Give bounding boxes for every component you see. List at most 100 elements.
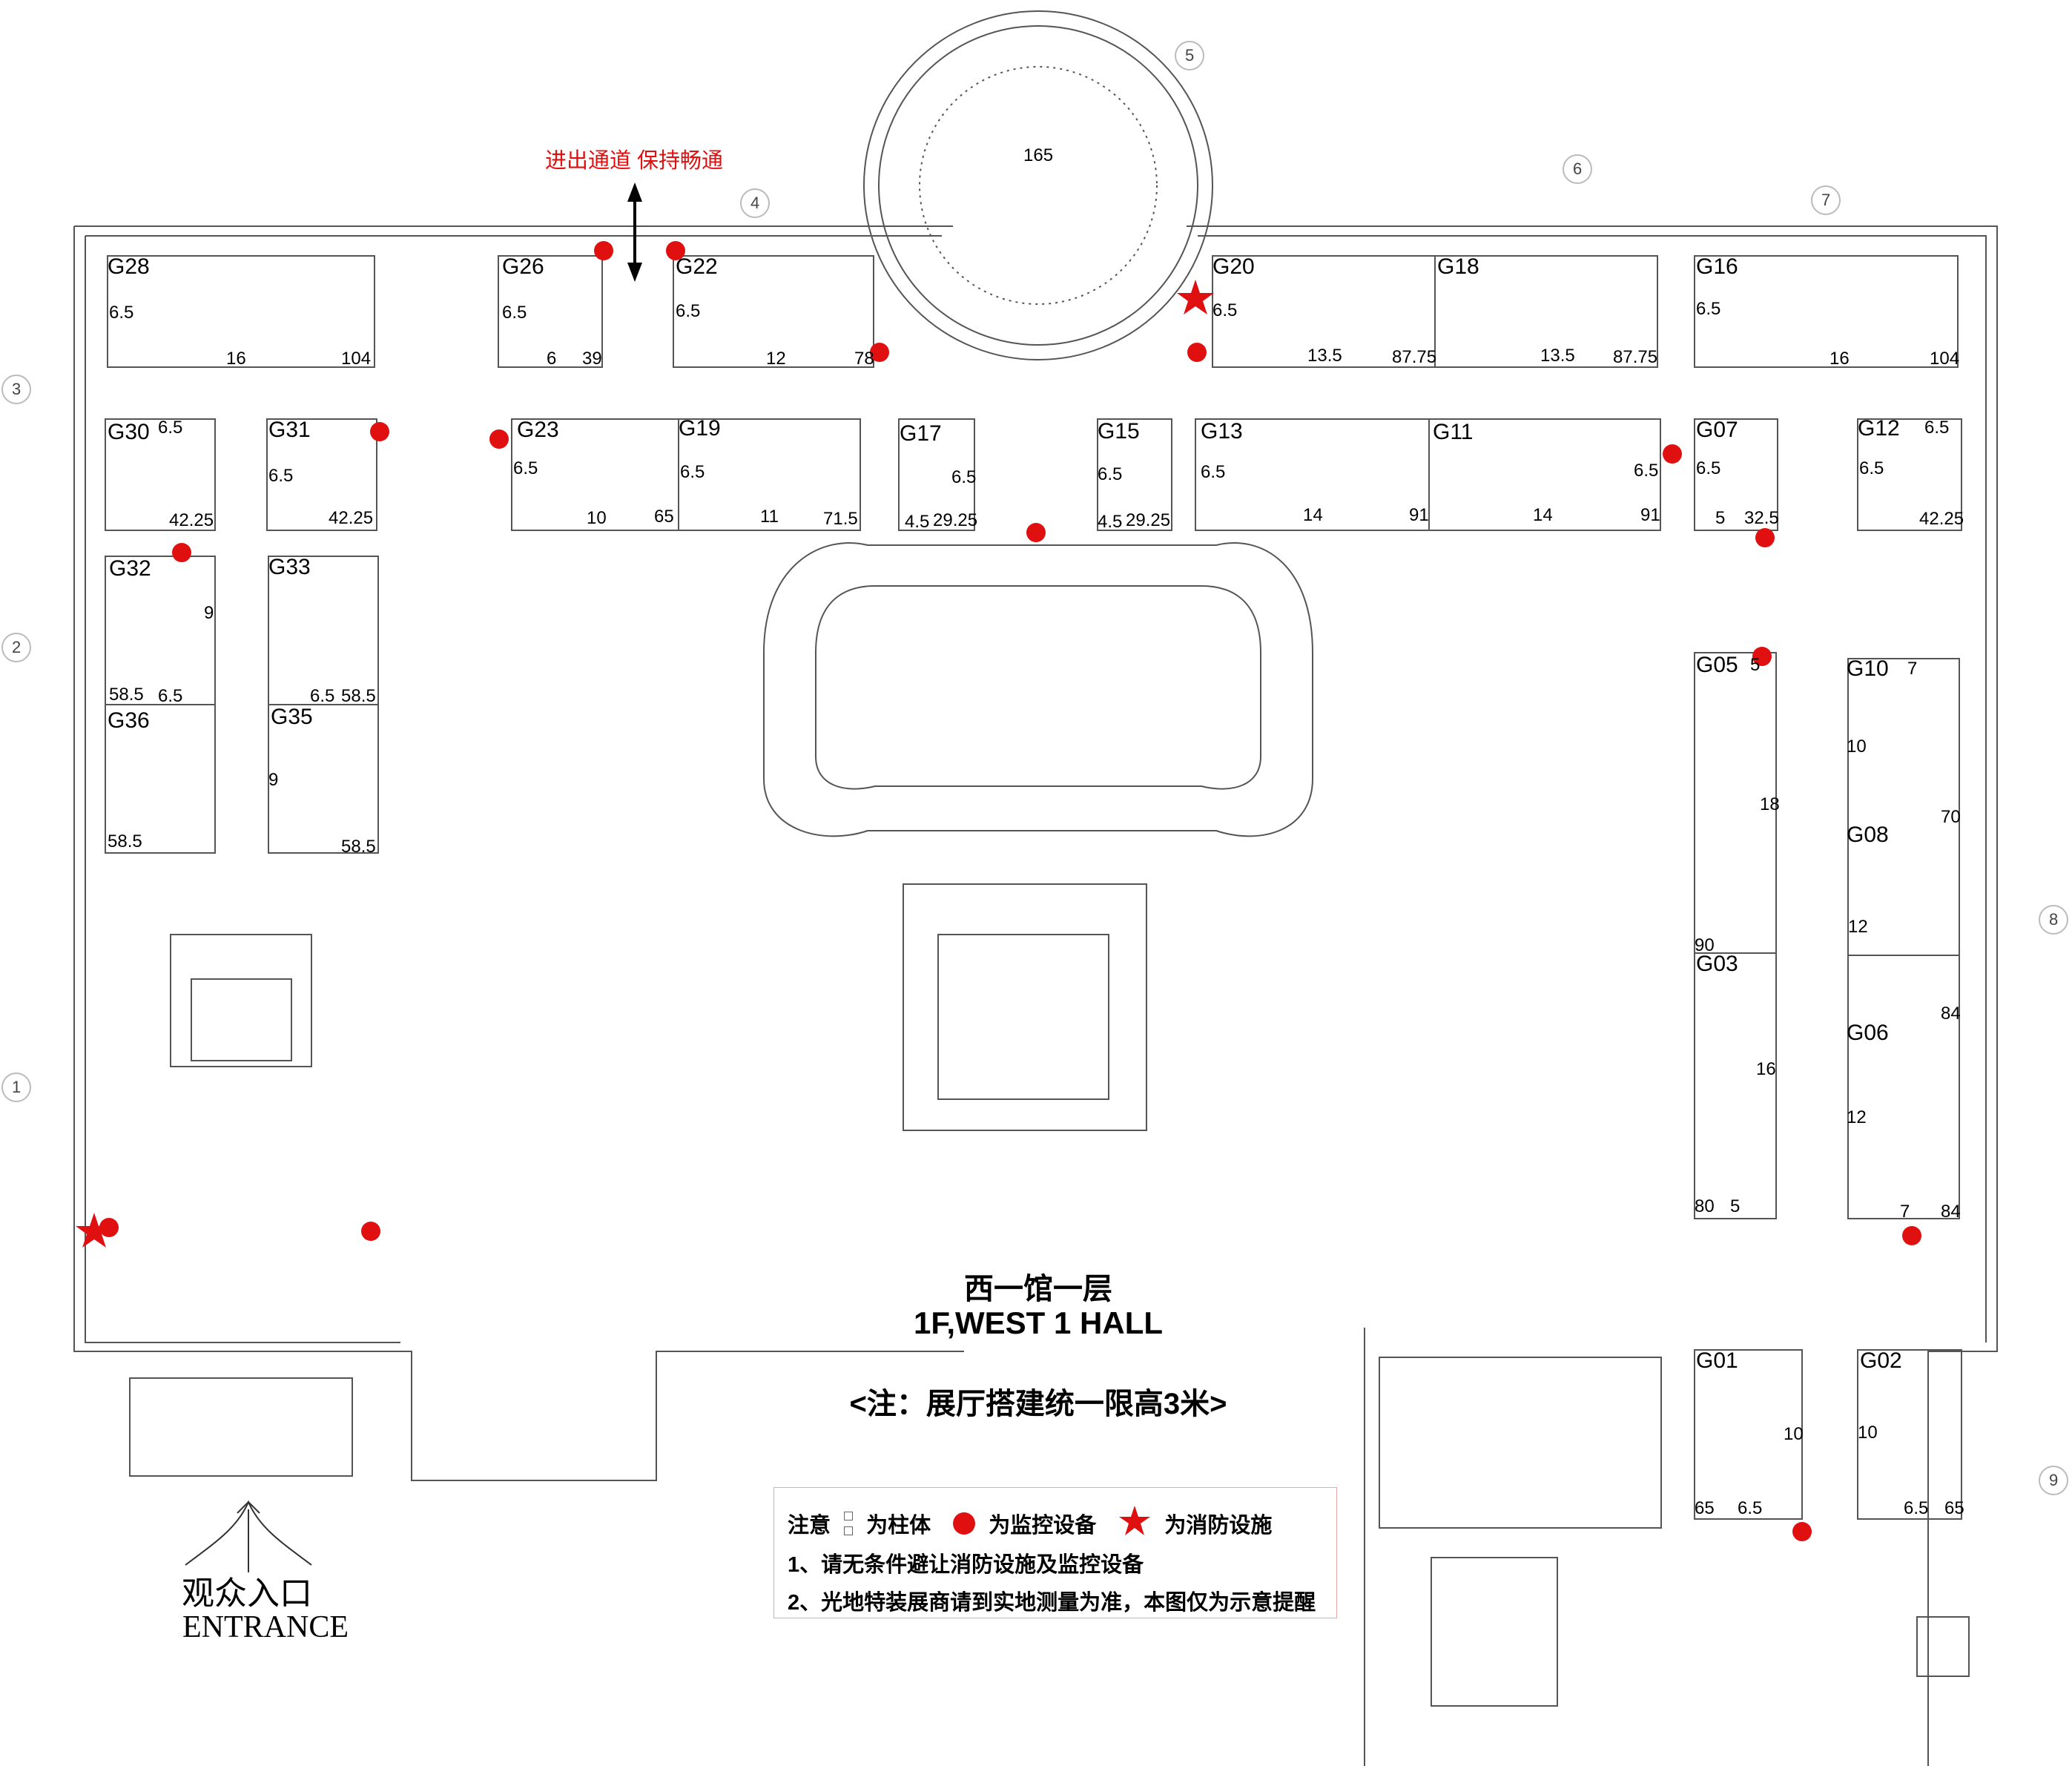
hall-label-g20[interactable]: G20: [1212, 254, 1255, 279]
hall-label-g28[interactable]: G28: [108, 254, 150, 279]
fire-star-icon: [1118, 1504, 1151, 1543]
dim-label: 6.5: [109, 303, 134, 323]
dim-label: 7: [1907, 659, 1918, 679]
camera-marker: [666, 241, 685, 260]
camera-marker: [1752, 647, 1772, 666]
camera-marker: [489, 429, 509, 449]
hall-label-g23[interactable]: G23: [517, 418, 559, 442]
dim-label: 84: [1941, 1202, 1961, 1222]
dim-label: 58.5: [108, 831, 142, 851]
dim-label: 78: [854, 349, 874, 369]
dim-label: 16: [226, 349, 246, 369]
axis-number: 2: [12, 638, 22, 656]
dim-label: 6.5: [951, 467, 977, 487]
axis-number: 3: [12, 380, 22, 398]
dim-label: 4.5: [905, 512, 930, 532]
dim-label: 12: [1847, 1107, 1867, 1127]
dim-label: 6.5: [1696, 458, 1721, 478]
hall-label-g02[interactable]: G02: [1860, 1348, 1902, 1373]
camera-marker: [361, 1222, 380, 1241]
hall-label-g36[interactable]: G36: [108, 708, 150, 733]
hall-label-g12[interactable]: G12: [1858, 416, 1900, 441]
legend-rule-2: 2、光地特装展商请到实地测量为准，本图仅为示意提醒: [788, 1591, 1316, 1615]
hall-label-g17[interactable]: G17: [900, 421, 942, 446]
dim-label: 16: [1830, 349, 1850, 369]
hall-label-g08[interactable]: G08: [1847, 823, 1889, 847]
dim-label: 13.5: [1540, 346, 1575, 366]
hall-label-g06[interactable]: G06: [1847, 1021, 1889, 1045]
dim-label: 91: [1640, 505, 1660, 525]
legend-camera-label: 为监控设备: [989, 1514, 1097, 1538]
hall-label-g18[interactable]: G18: [1437, 254, 1479, 279]
dim-label: 58.5: [341, 686, 376, 706]
legend-rule-1: 1、请无条件避让消防设施及监控设备: [788, 1553, 1144, 1577]
hall-label-g32[interactable]: G32: [109, 556, 151, 581]
dim-label: 6.5: [158, 686, 183, 706]
dim-label: 65: [654, 507, 674, 527]
dim-label: 87.75: [1613, 347, 1658, 367]
dim-label: 6.5: [1904, 1498, 1929, 1518]
dim-label: 6.5: [1634, 461, 1659, 481]
dim-label: 18: [1760, 794, 1780, 814]
plan-title-en: 1F,WEST 1 HALL: [913, 1305, 1164, 1340]
hall-label-g30[interactable]: G30: [108, 420, 150, 444]
dim-label: 6.5: [310, 686, 335, 706]
hall-label-g35[interactable]: G35: [271, 705, 313, 729]
dim-label: 32.5: [1744, 508, 1779, 528]
dim-label: 9: [268, 770, 279, 790]
legend-pillar-label: 为柱体: [866, 1514, 931, 1538]
dim-label: 80: [1695, 1196, 1715, 1216]
camera-marker: [870, 343, 889, 362]
hall-label-g31[interactable]: G31: [268, 418, 311, 442]
hall-label-g10[interactable]: G10: [1847, 656, 1889, 681]
hall-label-g01[interactable]: G01: [1696, 1348, 1738, 1373]
camera-marker: [370, 422, 389, 441]
hall-label-g16[interactable]: G16: [1696, 254, 1738, 279]
hall-label-g05[interactable]: G05: [1696, 653, 1738, 677]
dim-label: 12: [1848, 917, 1868, 937]
dim-label: 70: [1941, 807, 1961, 827]
dim-label: 65: [1944, 1498, 1964, 1518]
dim-label: 7: [1900, 1202, 1910, 1222]
dim-label: 6.5: [1098, 464, 1123, 484]
dim-label: 10: [587, 508, 607, 528]
hall-label-g22[interactable]: G22: [676, 254, 718, 279]
dim-label: 87.75: [1392, 347, 1437, 367]
camera-icon: [953, 1512, 976, 1535]
hall-label-g19[interactable]: G19: [679, 416, 721, 441]
dim-label: 6.5: [1924, 418, 1950, 438]
dim-label: 6.5: [268, 466, 294, 486]
dim-label: 42.25: [329, 508, 374, 528]
camera-marker: [1902, 1226, 1921, 1245]
hall-label-g11[interactable]: G11: [1433, 420, 1474, 444]
rotunda-number: 165: [1023, 145, 1054, 165]
hall-label-g13[interactable]: G13: [1201, 419, 1243, 444]
dim-label: 71.5: [823, 509, 858, 529]
dim-label: 4.5: [1098, 512, 1123, 532]
dim-label: 65: [1695, 1498, 1715, 1518]
axis-number: 7: [1821, 191, 1831, 209]
plan-title-cn: 西一馆一层: [964, 1273, 1112, 1305]
axis-number: 6: [1573, 159, 1583, 178]
pillar-icon: [844, 1526, 854, 1535]
dim-label: 42.25: [1919, 509, 1964, 529]
dim-label: 91: [1409, 505, 1429, 525]
hall-label-g15[interactable]: G15: [1098, 419, 1140, 444]
dim-label: 13.5: [1307, 346, 1342, 366]
dim-label: 6.5: [1201, 462, 1226, 482]
hall-label-g26[interactable]: G26: [502, 254, 544, 279]
hall-label-g03[interactable]: G03: [1696, 952, 1738, 976]
camera-marker: [1026, 523, 1046, 542]
fire-star-icon: [76, 1213, 113, 1248]
dim-label: 9: [204, 603, 214, 623]
hall-label-g33[interactable]: G33: [268, 555, 311, 579]
dim-label: 6.5: [513, 458, 538, 478]
dim-label: 90: [1695, 935, 1715, 955]
camera-marker: [594, 241, 613, 260]
camera-marker: [1187, 343, 1207, 362]
fire-star-icon: [1177, 280, 1214, 314]
dim-label: 29.25: [933, 510, 978, 530]
dim-label: 5: [1715, 508, 1726, 528]
hall-label-g07[interactable]: G07: [1696, 418, 1738, 442]
